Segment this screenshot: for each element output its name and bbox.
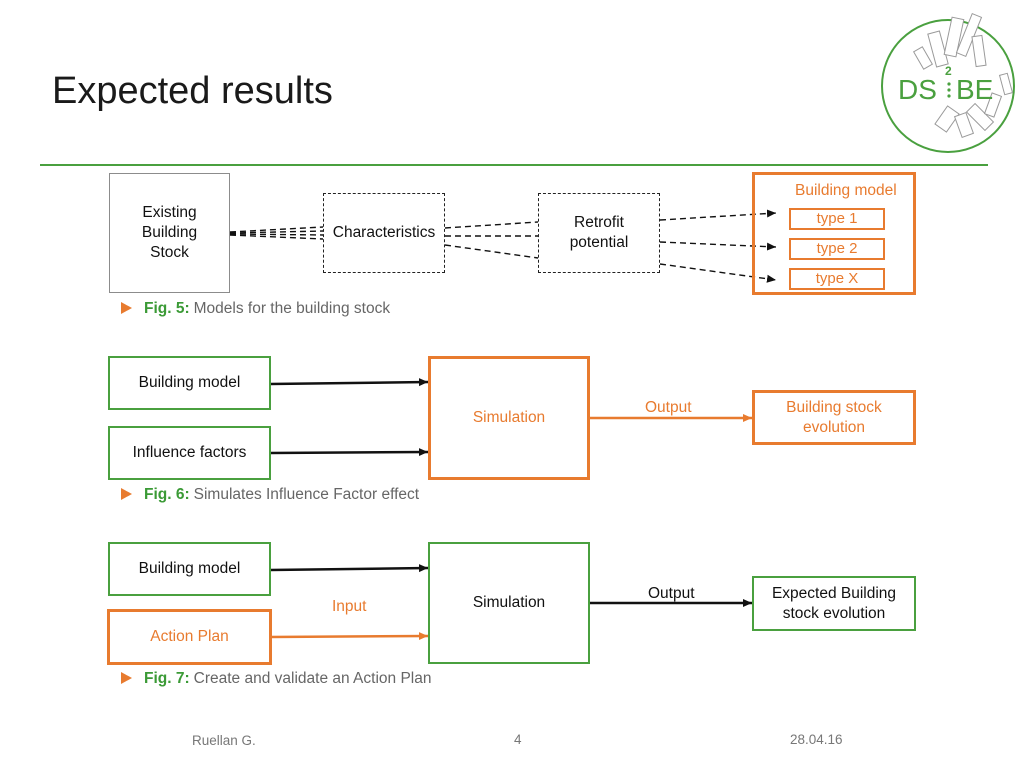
building-model-group: Building model type 1 type 2 type X	[752, 172, 916, 295]
fig5-caption: Fig. 5:Models for the building stock	[121, 300, 390, 318]
footer-date: 28.04.16	[790, 732, 843, 747]
fig7-building-model-box: Building model	[108, 542, 271, 596]
fig7-action-plan-box: Action Plan	[107, 609, 272, 665]
fig6-simulation-label: Simulation	[472, 409, 546, 426]
fig7-output-label: Output	[648, 585, 695, 602]
existing-line-3: Stock	[150, 244, 189, 261]
type-2-box: type 2	[789, 238, 885, 260]
logo: DS 2 BE	[870, 4, 1020, 154]
fig7-caption-text: Create and validate an Action Plan	[193, 670, 432, 687]
fig6-output-label: Output	[645, 399, 692, 416]
fig7-result-box: Expected Building stock evolution	[752, 576, 916, 631]
fig6-result-line-2: evolution	[802, 418, 866, 436]
fig6-result-line-1: Building stock	[786, 398, 882, 416]
characteristics-label: Characteristics	[332, 224, 436, 241]
fig6-result-box: Building stock evolution	[752, 390, 916, 445]
fig6-building-model-label: Building model	[138, 374, 241, 391]
logo-superscript: 2	[945, 64, 952, 78]
fig6-number: Fig. 6:	[144, 486, 190, 503]
fig7-result-line-2: stock evolution	[782, 604, 886, 622]
type-1-box: type 1	[789, 208, 885, 230]
footer-author: Ruellan G.	[192, 733, 256, 748]
fig5-number: Fig. 5:	[144, 300, 190, 317]
fig7-action-plan-label: Action Plan	[150, 628, 229, 645]
type-2-label: type 2	[816, 240, 858, 257]
fig6-influence-factors-box: Influence factors	[108, 426, 271, 480]
logo-text-right: BE	[956, 74, 993, 105]
type-1-label: type 1	[816, 210, 858, 227]
bullet-triangle-icon	[121, 488, 132, 500]
existing-line-1: Existing	[142, 204, 197, 221]
fig6-influence-factors-label: Influence factors	[132, 444, 247, 461]
fig7-result-line-1: Expected Building	[771, 584, 897, 602]
fig6-building-model-box: Building model	[108, 356, 271, 410]
fig6-simulation-box: Simulation	[428, 356, 590, 480]
page-title: Expected results	[52, 70, 333, 112]
fig7-input-label: Input	[332, 598, 367, 615]
type-x-label: type X	[815, 270, 859, 287]
fig5-caption-text: Models for the building stock	[193, 300, 391, 317]
retrofit-potential-box: Retrofit potential	[538, 193, 660, 273]
fig7-caption: Fig. 7:Create and validate an Action Pla…	[121, 670, 431, 688]
fig6-caption: Fig. 6:Simulates Influence Factor effect	[121, 486, 419, 504]
logo-graphic: DS 2 BE	[881, 13, 1015, 153]
fig7-number: Fig. 7:	[144, 670, 190, 687]
existing-line-2: Building	[141, 224, 198, 241]
fig7-simulation-box: Simulation	[428, 542, 590, 664]
fig7-building-model-label: Building model	[138, 560, 241, 577]
retrofit-line-1: Retrofit	[574, 214, 624, 231]
fig7-simulation-label: Simulation	[472, 594, 546, 611]
characteristics-box: Characteristics	[323, 193, 445, 273]
footer-page-number: 4	[514, 732, 522, 747]
fig6-caption-text: Simulates Influence Factor effect	[193, 486, 420, 503]
existing-building-stock-box: Existing Building Stock	[109, 173, 230, 293]
bullet-triangle-icon	[121, 672, 132, 684]
logo-text-left: DS	[898, 74, 937, 105]
building-model-title: Building model	[795, 182, 897, 199]
title-divider	[40, 164, 988, 166]
type-x-box: type X	[789, 268, 885, 290]
bullet-triangle-icon	[121, 302, 132, 314]
retrofit-line-2: potential	[569, 234, 629, 251]
